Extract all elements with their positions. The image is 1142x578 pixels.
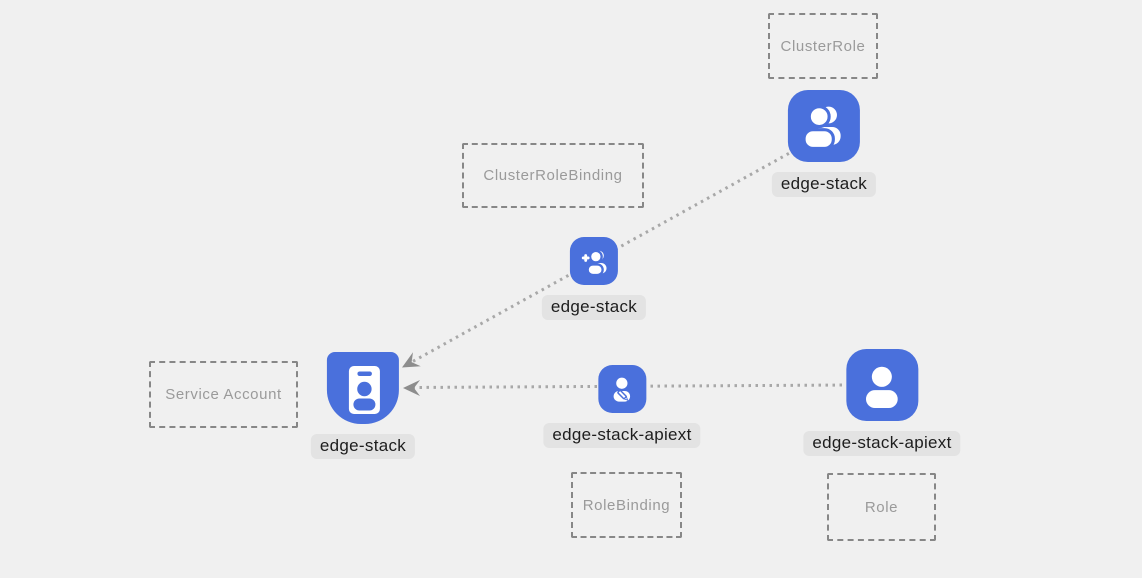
box-label-cluster-role-binding: ClusterRoleBinding bbox=[483, 167, 623, 184]
clusterrole-node: edge-stack bbox=[771, 90, 877, 197]
arrowhead-icon bbox=[402, 352, 421, 368]
box-label-role-binding: RoleBinding bbox=[582, 496, 671, 514]
arrowhead-icon bbox=[403, 380, 420, 396]
node-label: edge-stack-apiext bbox=[803, 431, 961, 456]
id-badge-icon bbox=[326, 352, 399, 424]
role-node: edge-stack-apiext bbox=[803, 349, 961, 456]
node-label: edge-stack bbox=[541, 295, 647, 320]
box-cluster-role-binding: ClusterRoleBinding bbox=[462, 143, 644, 208]
box-cluster-role: ClusterRole bbox=[768, 13, 878, 79]
box-role: Role bbox=[827, 473, 936, 541]
node-label: edge-stack bbox=[771, 172, 877, 197]
users-icon bbox=[787, 90, 860, 162]
box-role-binding: RoleBinding bbox=[571, 472, 682, 538]
box-label-role: Role bbox=[864, 498, 899, 516]
box-label-cluster-role: ClusterRole bbox=[780, 37, 866, 55]
rolebinding-node: edge-stack-apiext bbox=[543, 365, 701, 448]
user-plus-icon bbox=[569, 237, 618, 285]
box-service-account: Service Account bbox=[149, 361, 298, 428]
node-label: edge-stack-apiext bbox=[543, 423, 701, 448]
node-label: edge-stack bbox=[310, 434, 416, 459]
serviceaccount-node: edge-stack bbox=[310, 352, 416, 459]
box-label-service-account: Service Account bbox=[165, 386, 282, 403]
user-icon bbox=[845, 349, 918, 421]
clusterrolebinding-node: edge-stack bbox=[541, 237, 647, 320]
user-edit-icon bbox=[597, 365, 646, 413]
